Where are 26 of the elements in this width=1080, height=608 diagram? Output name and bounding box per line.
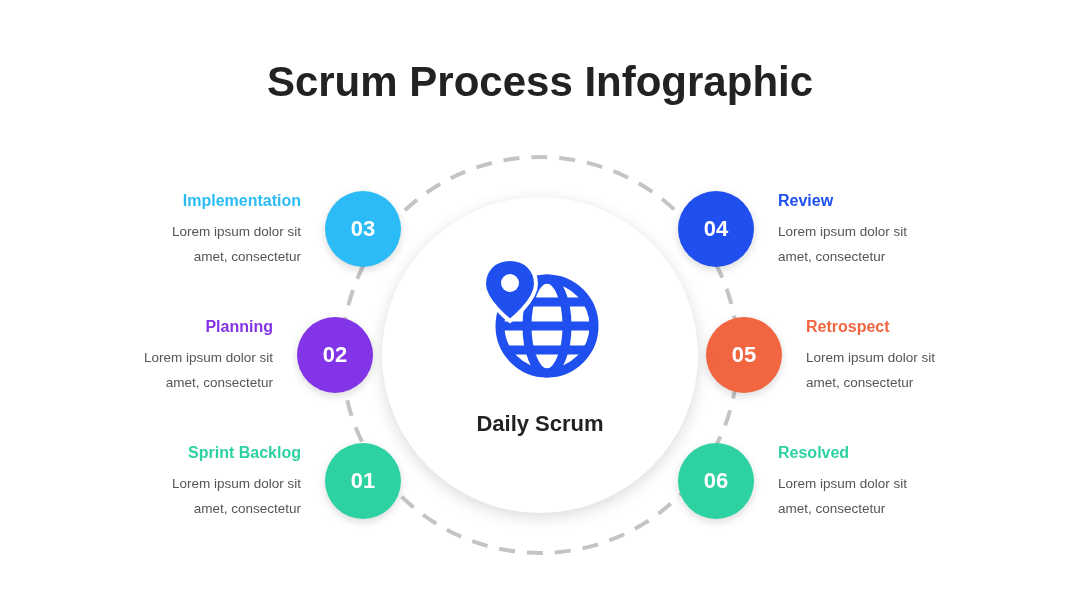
step-heading: Implementation — [182, 192, 301, 210]
step-circle — [297, 317, 373, 393]
step-number: 05 — [731, 342, 757, 368]
step-heading: Sprint Backlog — [188, 444, 301, 462]
step-number: 02 — [322, 342, 348, 368]
step-number: 06 — [703, 468, 729, 494]
step-description: Lorem ipsum dolor sit amet, consectetur — [778, 475, 909, 518]
step-circle — [678, 443, 754, 519]
step-heading: Resolved — [778, 444, 850, 462]
step-circle — [325, 191, 401, 267]
step-circle — [706, 317, 782, 393]
step-number: 04 — [703, 216, 729, 242]
step-description: Lorem ipsum dolor sit amet, consectetur — [806, 349, 937, 392]
step-heading: Retrospect — [806, 318, 890, 336]
step-description: Lorem ipsum dolor sit amet, consectetur — [142, 349, 273, 392]
step-number: 03 — [350, 216, 376, 242]
step-circle — [678, 191, 754, 267]
center-label: Daily Scrum — [475, 411, 605, 437]
step-description: Lorem ipsum dolor sit amet, consectetur — [170, 223, 301, 266]
step-heading: Planning — [205, 318, 273, 336]
step-heading: Review — [778, 192, 834, 210]
title: Scrum Process Infographic — [265, 58, 815, 106]
step-circle — [325, 443, 401, 519]
step-description: Lorem ipsum dolor sit amet, consectetur — [170, 475, 301, 518]
step-description: Lorem ipsum dolor sit amet, consectetur — [778, 223, 909, 266]
step-number: 01 — [350, 468, 376, 494]
